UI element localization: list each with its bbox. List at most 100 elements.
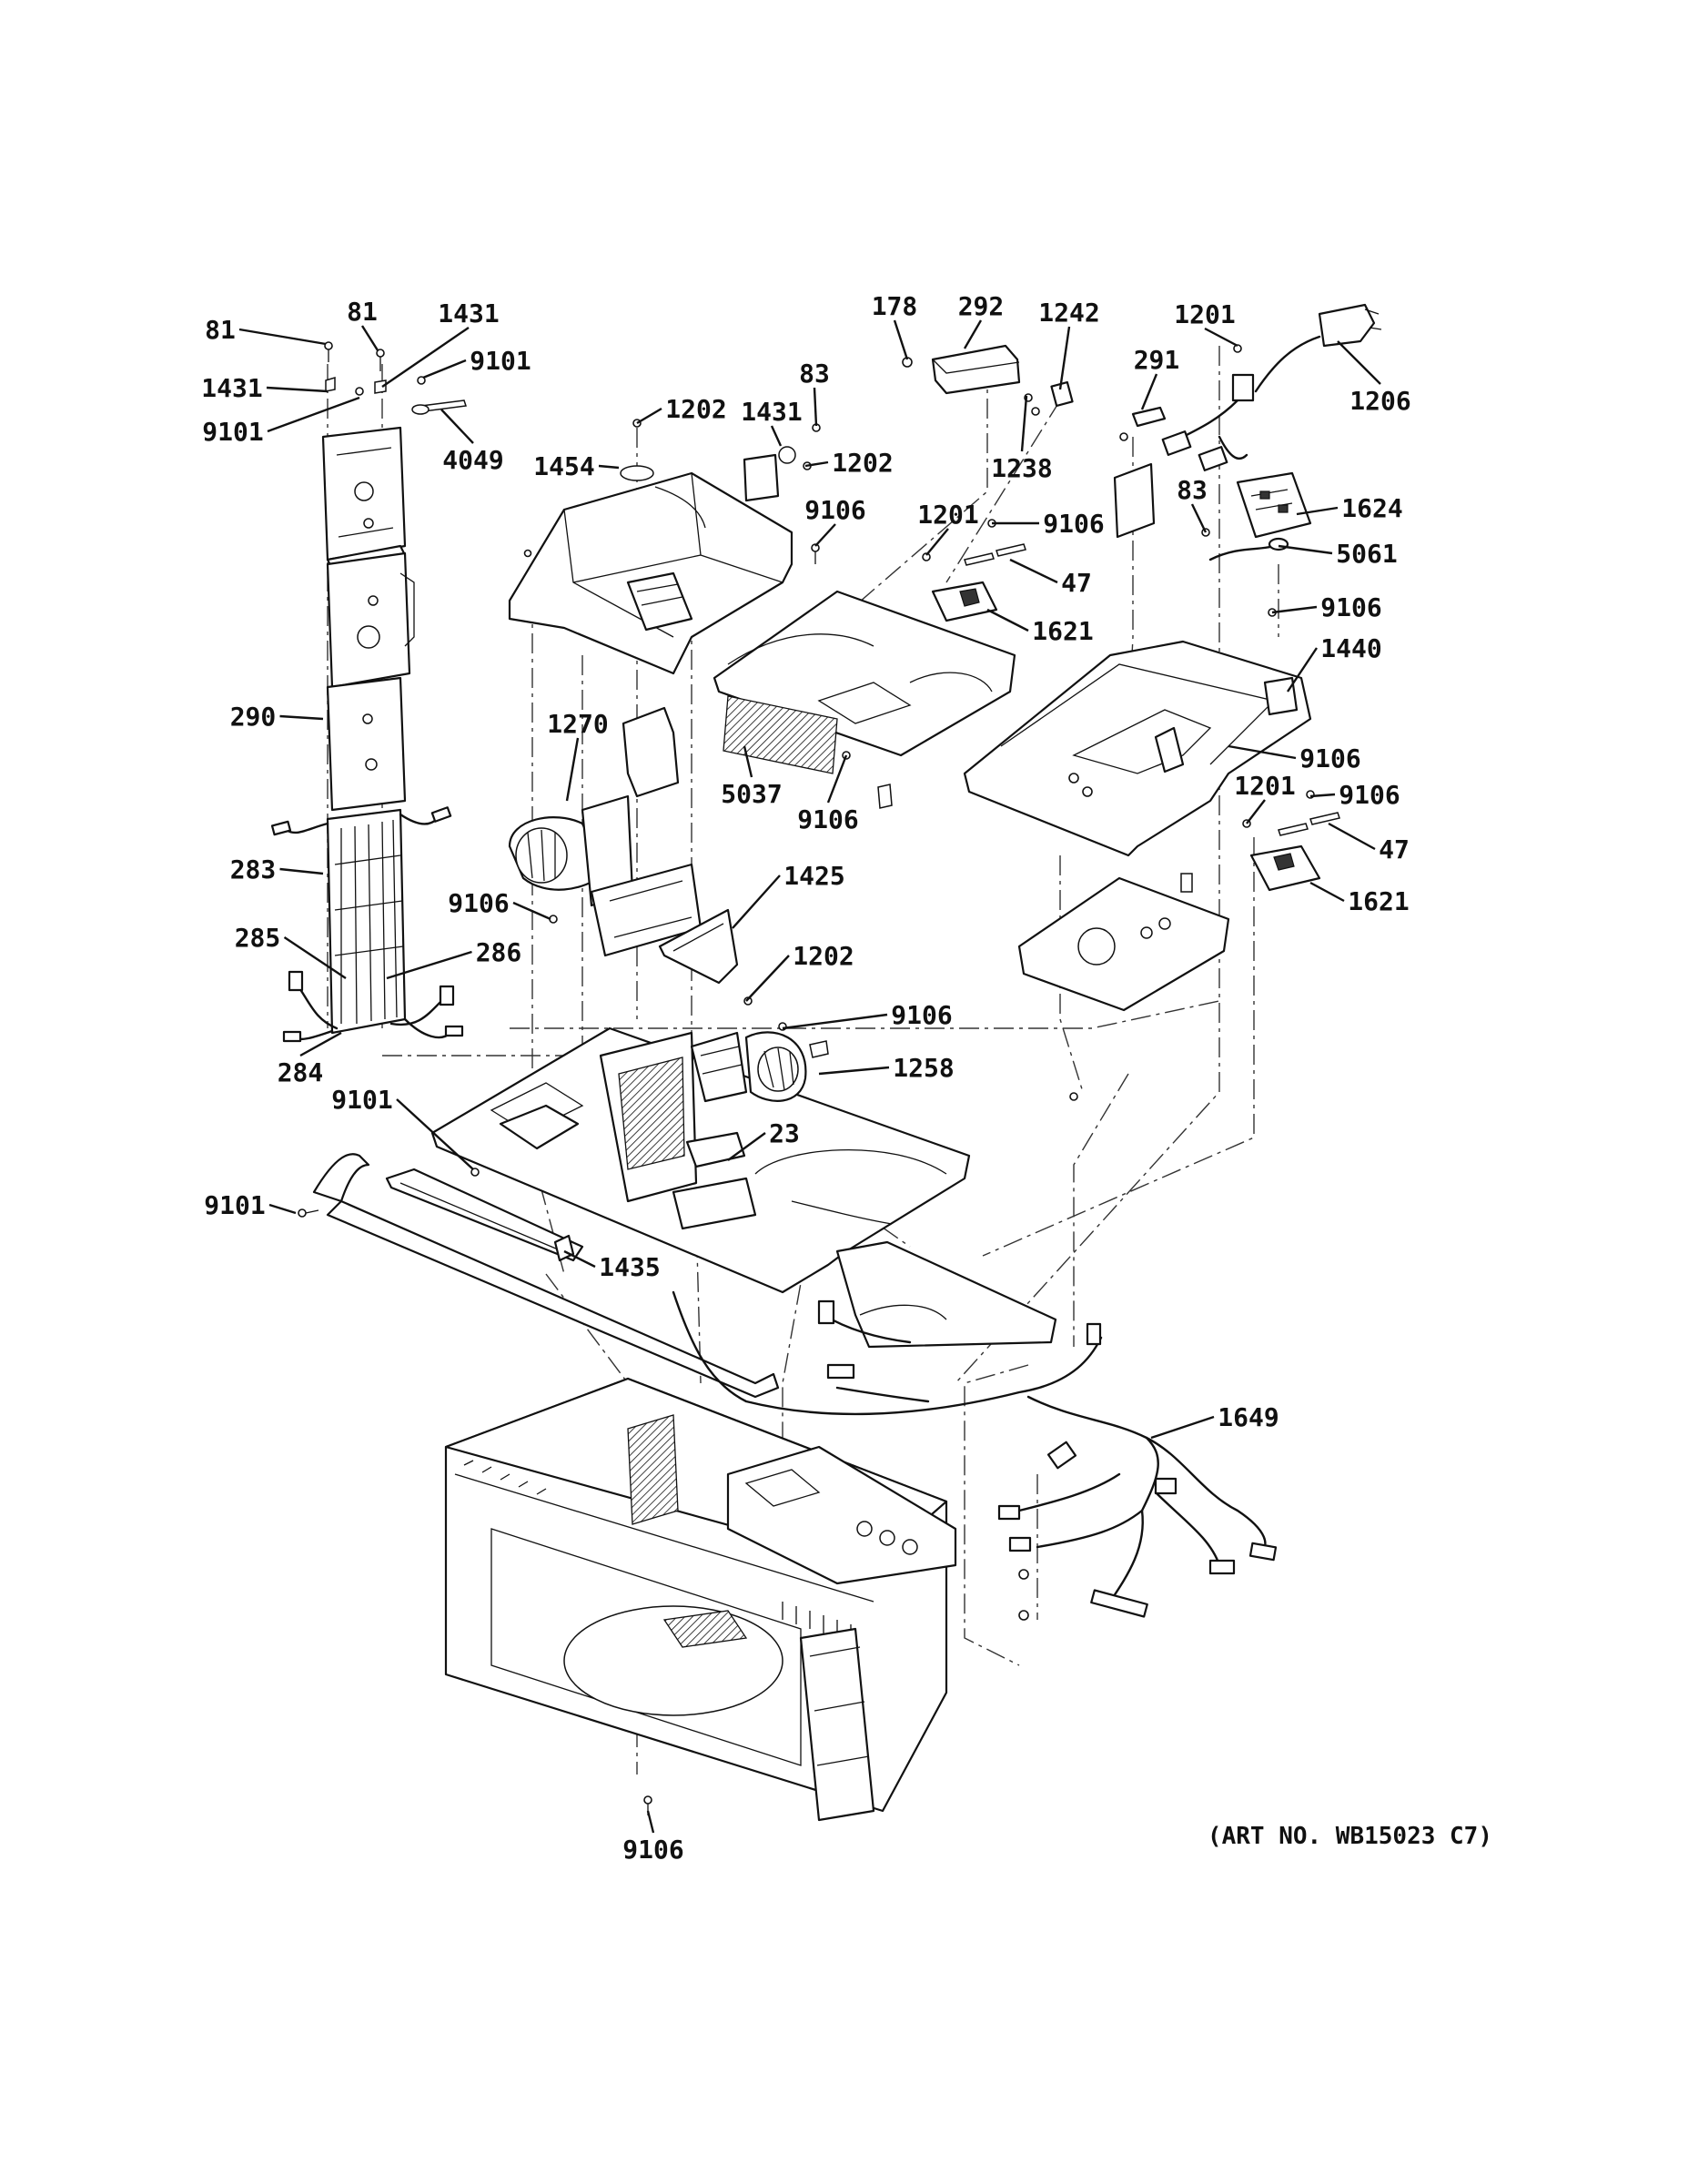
leader-line-l9106g	[512, 901, 551, 921]
heater-shield-assembly	[270, 341, 467, 1043]
leader-line-l1238	[1020, 395, 1028, 452]
leader-line-l285	[283, 936, 347, 979]
part-label-l290: 290	[230, 702, 277, 732]
part-label-l285: 285	[235, 923, 281, 953]
leader-line-l47b	[1328, 822, 1376, 851]
part-label-l292: 292	[958, 291, 1005, 321]
part-label-l9101b: 9101	[202, 417, 263, 447]
part-label-l9106e: 9106	[1299, 743, 1360, 774]
leader-line-l9106c	[1271, 605, 1318, 614]
leader-line-l283	[279, 867, 324, 875]
leader-line-l1621a	[986, 608, 1029, 632]
leader-line-l1206	[1337, 340, 1381, 385]
oven-cavity	[444, 1377, 957, 1822]
part-label-l1242: 1242	[1038, 298, 1099, 328]
part-label-l9106f: 9106	[1339, 780, 1400, 810]
part-label-l9106g: 9106	[448, 888, 509, 918]
part-label-l1202a: 1202	[665, 394, 726, 424]
leader-line-l81b	[360, 325, 379, 351]
part-label-l1425: 1425	[783, 861, 844, 891]
part-label-l1649: 1649	[1218, 1402, 1279, 1432]
part-label-l81b: 81	[347, 297, 378, 327]
part-label-l1621a: 1621	[1032, 616, 1093, 646]
leader-line-l1202c	[745, 955, 790, 1002]
leader-line-l1435	[563, 1249, 596, 1269]
part-label-l9106b: 9106	[1043, 509, 1104, 539]
part-label-l9106d: 9106	[797, 804, 858, 834]
part-label-l1206: 1206	[1349, 386, 1410, 416]
part-label-l1431b: 1431	[201, 373, 262, 403]
leader-line-l1201c	[1246, 799, 1266, 824]
leader-line-l1201b	[925, 528, 949, 556]
part-label-l291: 291	[1134, 345, 1180, 375]
leader-line-l83b	[1190, 503, 1208, 533]
right-base-tray	[963, 608, 1340, 1101]
part-label-l1435: 1435	[599, 1252, 660, 1282]
wire-harness	[672, 1290, 1278, 1621]
part-label-l5037: 5037	[721, 779, 782, 809]
part-label-l47b: 47	[1379, 834, 1410, 864]
leader-line-l5061	[1278, 544, 1333, 555]
leader-line-l9106d	[826, 754, 848, 804]
leader-line-l1201a	[1204, 327, 1238, 348]
leader-line-l1425	[732, 875, 781, 929]
leader-line-l1202b	[804, 460, 829, 468]
leader-line-l1621b	[1309, 881, 1345, 903]
leader-line-l9101d	[268, 1203, 297, 1215]
leader-line-l178	[893, 319, 909, 360]
blower-assembly	[508, 706, 753, 1006]
part-label-l83b: 83	[1177, 475, 1208, 505]
part-label-l1431c: 1431	[741, 397, 802, 427]
leader-line-l286	[386, 950, 472, 980]
leader-line-l292	[963, 319, 983, 349]
part-label-l178: 178	[872, 291, 918, 321]
part-label-l9101c: 9101	[331, 1085, 392, 1115]
part-label-l1440: 1440	[1320, 633, 1381, 663]
leader-line-l9106f	[1309, 793, 1336, 798]
part-label-l5061: 5061	[1336, 539, 1397, 569]
leader-line-l47a	[1009, 558, 1058, 584]
leader-line-l9106a	[814, 523, 836, 547]
part-label-l1201a: 1201	[1174, 299, 1235, 329]
part-label-l1258: 1258	[893, 1053, 954, 1083]
part-label-l4049: 4049	[442, 445, 503, 475]
part-label-l83a: 83	[799, 359, 830, 389]
leader-line-l23	[727, 1132, 766, 1161]
part-label-l286: 286	[476, 937, 522, 967]
leader-line-l9106e	[1228, 744, 1297, 760]
art-number-label: (ART NO. WB15023 C7)	[1208, 1823, 1492, 1850]
base-plate	[298, 1022, 1057, 1399]
leader-line-l1258	[818, 1066, 890, 1076]
part-label-l9101a: 9101	[470, 346, 531, 376]
leader-line-l9101b	[267, 396, 360, 433]
part-label-l284: 284	[278, 1057, 324, 1087]
part-label-l9106i: 9106	[622, 1835, 683, 1865]
part-label-l9106a: 9106	[804, 495, 865, 525]
leader-line-l9101a	[422, 359, 467, 379]
leader-lines	[238, 319, 1381, 1834]
leader-line-l83a	[813, 387, 818, 427]
leader-line-l9106h	[782, 1013, 888, 1030]
leader-line-l284	[299, 1031, 342, 1057]
leader-line-l1202a	[636, 407, 662, 425]
leader-line-l1431b	[266, 386, 329, 393]
part-label-l1202b: 1202	[832, 448, 893, 478]
leader-line-l1440	[1287, 647, 1318, 693]
leader-line-l1431c	[770, 425, 783, 447]
part-label-l47a: 47	[1061, 568, 1092, 598]
part-label-l1238: 1238	[991, 453, 1052, 483]
leader-line-l1624	[1296, 506, 1339, 516]
part-label-l9106h: 9106	[891, 1000, 952, 1030]
part-label-l1270: 1270	[547, 709, 608, 739]
part-label-l9106c: 9106	[1320, 592, 1381, 622]
part-label-l1454: 1454	[533, 451, 594, 481]
part-label-l9101d: 9101	[204, 1190, 265, 1220]
leader-line-l5037	[743, 745, 753, 778]
part-label-l1431a: 1431	[438, 298, 499, 329]
leader-line-l290	[279, 714, 324, 721]
leader-line-l1454	[598, 464, 620, 470]
leader-line-l1649	[1150, 1415, 1215, 1440]
part-label-l23: 23	[769, 1118, 800, 1148]
